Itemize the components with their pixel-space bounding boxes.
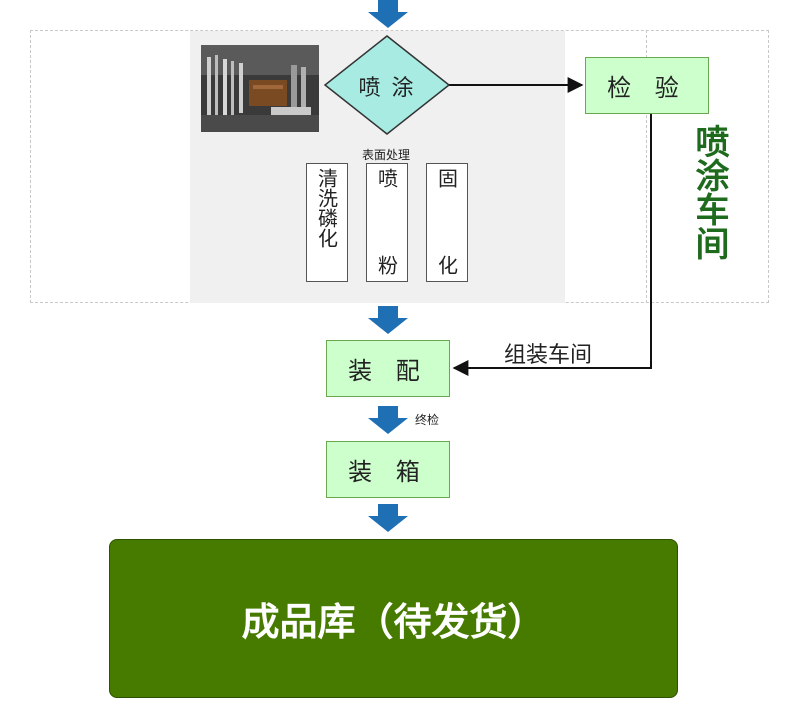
step-clean-phosphate: 清 洗 磷 化 (306, 163, 348, 282)
step-char: 清 (314, 168, 339, 188)
step-char: 化 (434, 255, 459, 275)
down-arrow-to-pack (368, 406, 408, 434)
inspect-node: 检 验 (585, 57, 709, 114)
region-divider (646, 30, 647, 303)
spray-node-label: 喷 涂 (358, 76, 416, 101)
assemble-node-label: 装 配 (348, 357, 428, 385)
step-char: 化 (314, 228, 339, 248)
warehouse-node: 成品库（待发货） (109, 539, 678, 698)
workshop-photo (201, 45, 319, 132)
spray-workshop-title: 喷涂车间 (689, 124, 729, 260)
down-arrow-to-warehouse (368, 504, 408, 532)
arrow-inspect-to-assemble (452, 114, 652, 376)
down-arrow-to-assemble (368, 306, 408, 334)
step-curing: 固 化 (426, 163, 468, 282)
step-char: 固 (434, 168, 459, 188)
surface-treatment-label: 表面处理 (362, 148, 411, 162)
final-inspection-label: 终检 (415, 413, 440, 427)
step-char: 磷 (314, 208, 339, 228)
assemble-node: 装 配 (326, 340, 450, 397)
step-char: 洗 (314, 188, 339, 208)
down-arrow-top (368, 0, 408, 28)
step-char: 喷 (374, 168, 399, 188)
warehouse-node-label: 成品库（待发货） (241, 600, 546, 644)
step-char: 粉 (374, 255, 399, 275)
pack-node-label: 装 箱 (348, 458, 428, 486)
assembly-workshop-label: 组装车间 (504, 343, 593, 368)
step-powder-spray: 喷 粉 (366, 163, 408, 282)
pack-node: 装 箱 (326, 441, 450, 498)
spray-diamond-shape (323, 35, 451, 135)
inspect-node-label: 检 验 (607, 74, 687, 102)
